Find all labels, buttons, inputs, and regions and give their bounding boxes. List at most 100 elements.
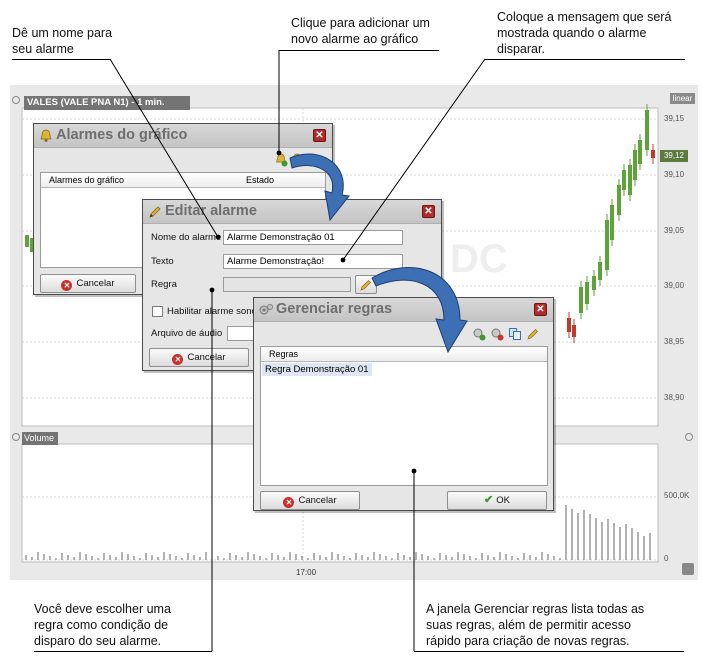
edit-alarm-title: Editar alarme [165,203,257,219]
volume-title: Volume [22,432,58,445]
delete-alarm-icon[interactable] [306,153,320,167]
audio-file-label: Arquivo de áudio [151,328,223,339]
rule-label: Regra [151,279,177,290]
callout-choose-rule: Você deve escolher uma regra como condiç… [34,601,171,649]
candle [567,318,571,332]
candle [598,262,602,280]
candle [651,150,655,158]
candle [622,170,626,190]
candle [30,238,34,252]
edit-alarm-cancel-label: Cancelar [187,352,226,363]
callout-message: Coloque a mensagem que será mostrada qua… [497,9,671,57]
alarms-cancel-label: Cancelar [76,278,115,289]
callout-underline [279,50,439,51]
callout-line: novo alarme ao gráfico [291,32,419,46]
callout-line: suas regras, além de permitir acesso [426,618,631,632]
candle [605,220,609,270]
y-tick: 39,10 [664,170,685,179]
chart-title: VALES (VALE PNA N1) - 1 min. [24,96,190,110]
callout-line: rápido para criação de novas regras. [426,634,630,648]
pane-toggle-icon [12,96,20,104]
callout-line: Coloque a mensagem que será [497,10,672,24]
callout-manage-rules: A janela Gerenciar regras lista todas as… [426,601,644,649]
callout-line: regra como condição de [34,618,169,632]
candle [633,150,637,180]
candle [610,205,614,240]
sound-checkbox[interactable] [152,306,163,317]
column-header: Estado [246,175,275,185]
alarms-cancel-button[interactable]: ✕Cancelar [40,274,136,293]
list-item[interactable]: Regra Demonstração 01 [262,363,372,376]
callout-line: Você deve escolher uma [34,602,171,616]
rules-ok-label: OK [496,495,510,506]
callout-add-alarm: Clique para adicionar um novo alarme ao … [291,15,430,47]
volume-tick: 500,0K [664,491,690,500]
add-rule-icon[interactable] [472,327,486,341]
callout-line: seu alarme [12,42,74,56]
pencil-icon [149,206,161,218]
edit-alarm-cancel-button[interactable]: ✕Cancelar [149,348,249,367]
callout-line: mostrada quando o alarme [497,26,647,40]
callout-name-alarm: Dê um nome para seu alarme [12,25,112,57]
callout-underline [485,59,685,60]
column-header: Regras [269,349,299,359]
candle [638,140,642,164]
choose-rule-button[interactable] [355,275,377,294]
cancel-icon: ✕ [172,354,184,365]
rules-list[interactable]: Regras Regra Demonstração 01 [260,346,548,486]
callout-underline [12,59,110,60]
y-tick: 39,05 [664,226,685,235]
callout-line: Clique para adicionar um [291,16,430,30]
edit-alarm-titlebar[interactable]: Editar alarme ✕ [143,200,441,224]
gears-icon [259,304,273,315]
volume-tick: 0 [664,554,669,563]
candle [572,325,576,337]
alarms-list-header: Alarmes do gráfico Estado [41,173,325,188]
candle [25,235,29,247]
add-alarm-icon[interactable] [274,153,288,167]
text-label: Texto [151,256,174,267]
edit-alarm-icon[interactable] [290,153,304,167]
pencil-icon [360,280,371,291]
y-tick: 39,00 [664,281,685,290]
cancel-icon: ✕ [61,280,73,291]
rules-title: Gerenciar regras [276,301,393,317]
rules-ok-button[interactable]: ✔OK [447,491,547,510]
candle [617,185,621,215]
pane-toggle-icon [12,433,20,441]
close-pane-icon [685,433,693,441]
check-icon: ✔ [484,494,494,506]
delete-rule-icon[interactable] [490,327,504,341]
close-icon[interactable]: ✕ [313,129,326,142]
rules-titlebar[interactable]: Gerenciar regras ✕ [254,298,553,322]
callout-line: A janela Gerenciar regras lista todas as [426,602,645,616]
rules-list-header: Regras [261,347,547,362]
callout-line: Dê um nome para [12,26,113,40]
last-price-tag: 39,12 [660,150,688,162]
close-icon[interactable]: ✕ [534,303,547,316]
callout-line: disparo do seu alarme. [34,634,162,648]
alarms-window-title: Alarmes do gráfico [56,127,188,143]
bell-icon [40,129,52,142]
close-icon[interactable]: ✕ [422,205,435,218]
column-header: Alarmes do gráfico [49,175,125,185]
edit-rule-icon[interactable] [526,327,540,341]
alarm-rule-field[interactable] [223,277,351,292]
scale-mode-button[interactable]: linear [670,93,695,104]
y-tick: 39,15 [664,114,685,123]
candle [645,110,649,150]
y-tick: 38,90 [664,393,685,402]
cancel-icon: ✕ [283,497,295,508]
candle [585,282,589,304]
rules-window: Gerenciar regras ✕ Regras Regra Demonstr… [253,297,554,511]
rules-cancel-button[interactable]: ✕Cancelar [260,491,360,510]
alarm-text-field[interactable]: Alarme Demonstração! [223,254,403,269]
alarms-window-titlebar[interactable]: Alarmes do gráfico ✕ [34,124,332,148]
rules-cancel-label: Cancelar [298,495,337,506]
alarm-name-field[interactable]: Alarme Demonstração 01 [223,230,403,245]
callout-underline [414,651,684,652]
copy-rule-icon[interactable] [508,327,522,341]
sound-label: Habilitar alarme sonor [167,306,260,317]
settings-icon [682,563,694,575]
candle [628,165,632,195]
